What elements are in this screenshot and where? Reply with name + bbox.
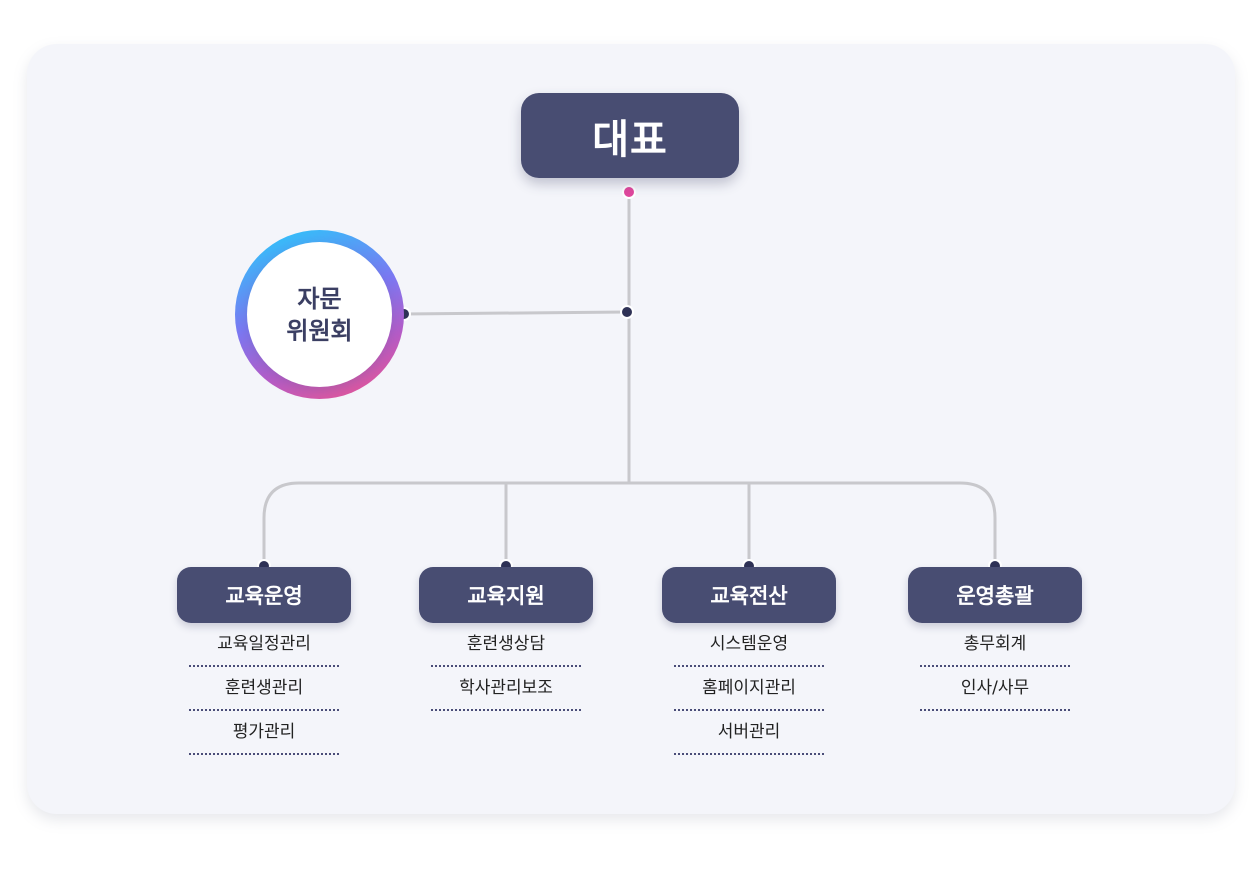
department-education-operations: 교육운영 교육일정관리 훈련생관리 평가관리 <box>177 567 351 755</box>
department-general-management: 운영총괄 총무회계 인사/사무 <box>908 567 1082 711</box>
department-item: 홈페이지관리 <box>674 667 824 711</box>
ceo-label: 대표 <box>592 116 668 163</box>
department-header: 교육운영 <box>177 567 351 623</box>
ceo-connector-dot <box>622 185 636 199</box>
department-header: 운영총괄 <box>908 567 1082 623</box>
advisory-committee-circle: 자문 위원회 <box>235 230 404 399</box>
department-item: 서버관리 <box>674 711 824 755</box>
department-education-computing: 교육전산 시스템운영 홈페이지관리 서버관리 <box>662 567 836 755</box>
junction-dot <box>620 305 634 319</box>
department-item: 시스템운영 <box>674 623 824 667</box>
advisory-label-line2: 위원회 <box>286 316 353 345</box>
department-item-list: 훈련생상담 학사관리보조 <box>431 623 581 711</box>
advisory-label-line1: 자문 <box>297 284 342 313</box>
department-item: 학사관리보조 <box>431 667 581 711</box>
department-item: 교육일정관리 <box>189 623 339 667</box>
department-header: 교육지원 <box>419 567 593 623</box>
advisory-branch-line <box>403 310 628 316</box>
department-item: 인사/사무 <box>920 667 1070 711</box>
department-item-list: 교육일정관리 훈련생관리 평가관리 <box>189 623 339 755</box>
department-item: 훈련생상담 <box>431 623 581 667</box>
ceo-box: 대표 <box>521 93 739 178</box>
department-education-support: 교육지원 훈련생상담 학사관리보조 <box>419 567 593 711</box>
department-item: 평가관리 <box>189 711 339 755</box>
department-bus-line <box>262 481 997 566</box>
department-item-list: 시스템운영 홈페이지관리 서버관리 <box>674 623 824 755</box>
department-item-list: 총무회계 인사/사무 <box>920 623 1070 711</box>
department-item: 총무회계 <box>920 623 1070 667</box>
department-item: 훈련생관리 <box>189 667 339 711</box>
department-header: 교육전산 <box>662 567 836 623</box>
advisory-committee-inner: 자문 위원회 <box>247 242 392 387</box>
